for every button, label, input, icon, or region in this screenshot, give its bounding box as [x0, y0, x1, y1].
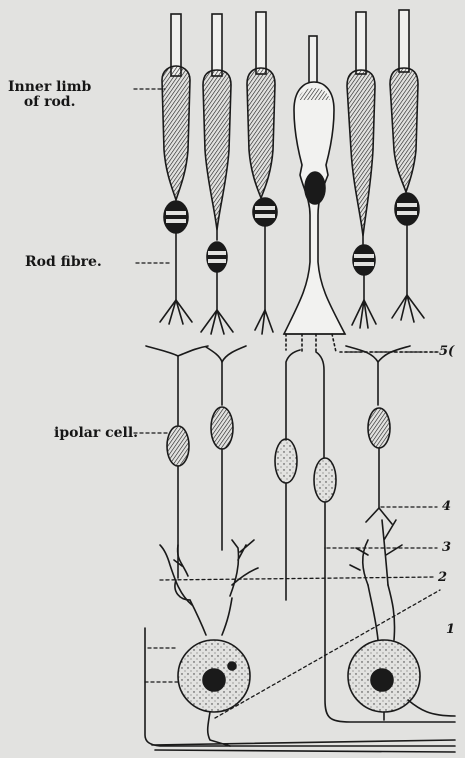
label-rod-fibre: Rod fibre.	[25, 255, 102, 270]
rod-6	[390, 10, 424, 322]
rod-5	[347, 12, 376, 328]
ganglion-cell-right	[348, 520, 455, 720]
rod-1	[146, 14, 208, 578]
marker-5: 5(	[439, 344, 454, 359]
label-bipolar-cell: ipolar cell.	[54, 426, 138, 441]
marker-1: 1	[446, 622, 455, 637]
bipolar-cell-3	[346, 346, 410, 524]
rod-2	[201, 14, 246, 550]
ganglion-cell-left	[145, 540, 455, 746]
marker-2: 2	[438, 570, 447, 585]
marker-3: 3	[442, 540, 451, 555]
connector-dots	[286, 334, 438, 352]
cone	[284, 36, 345, 334]
rod-3	[247, 12, 277, 334]
bipolar-cell-1	[275, 350, 300, 600]
label-inner-limb-of-rod: Inner limb of rod.	[8, 80, 91, 110]
marker-4: 4	[442, 499, 451, 514]
